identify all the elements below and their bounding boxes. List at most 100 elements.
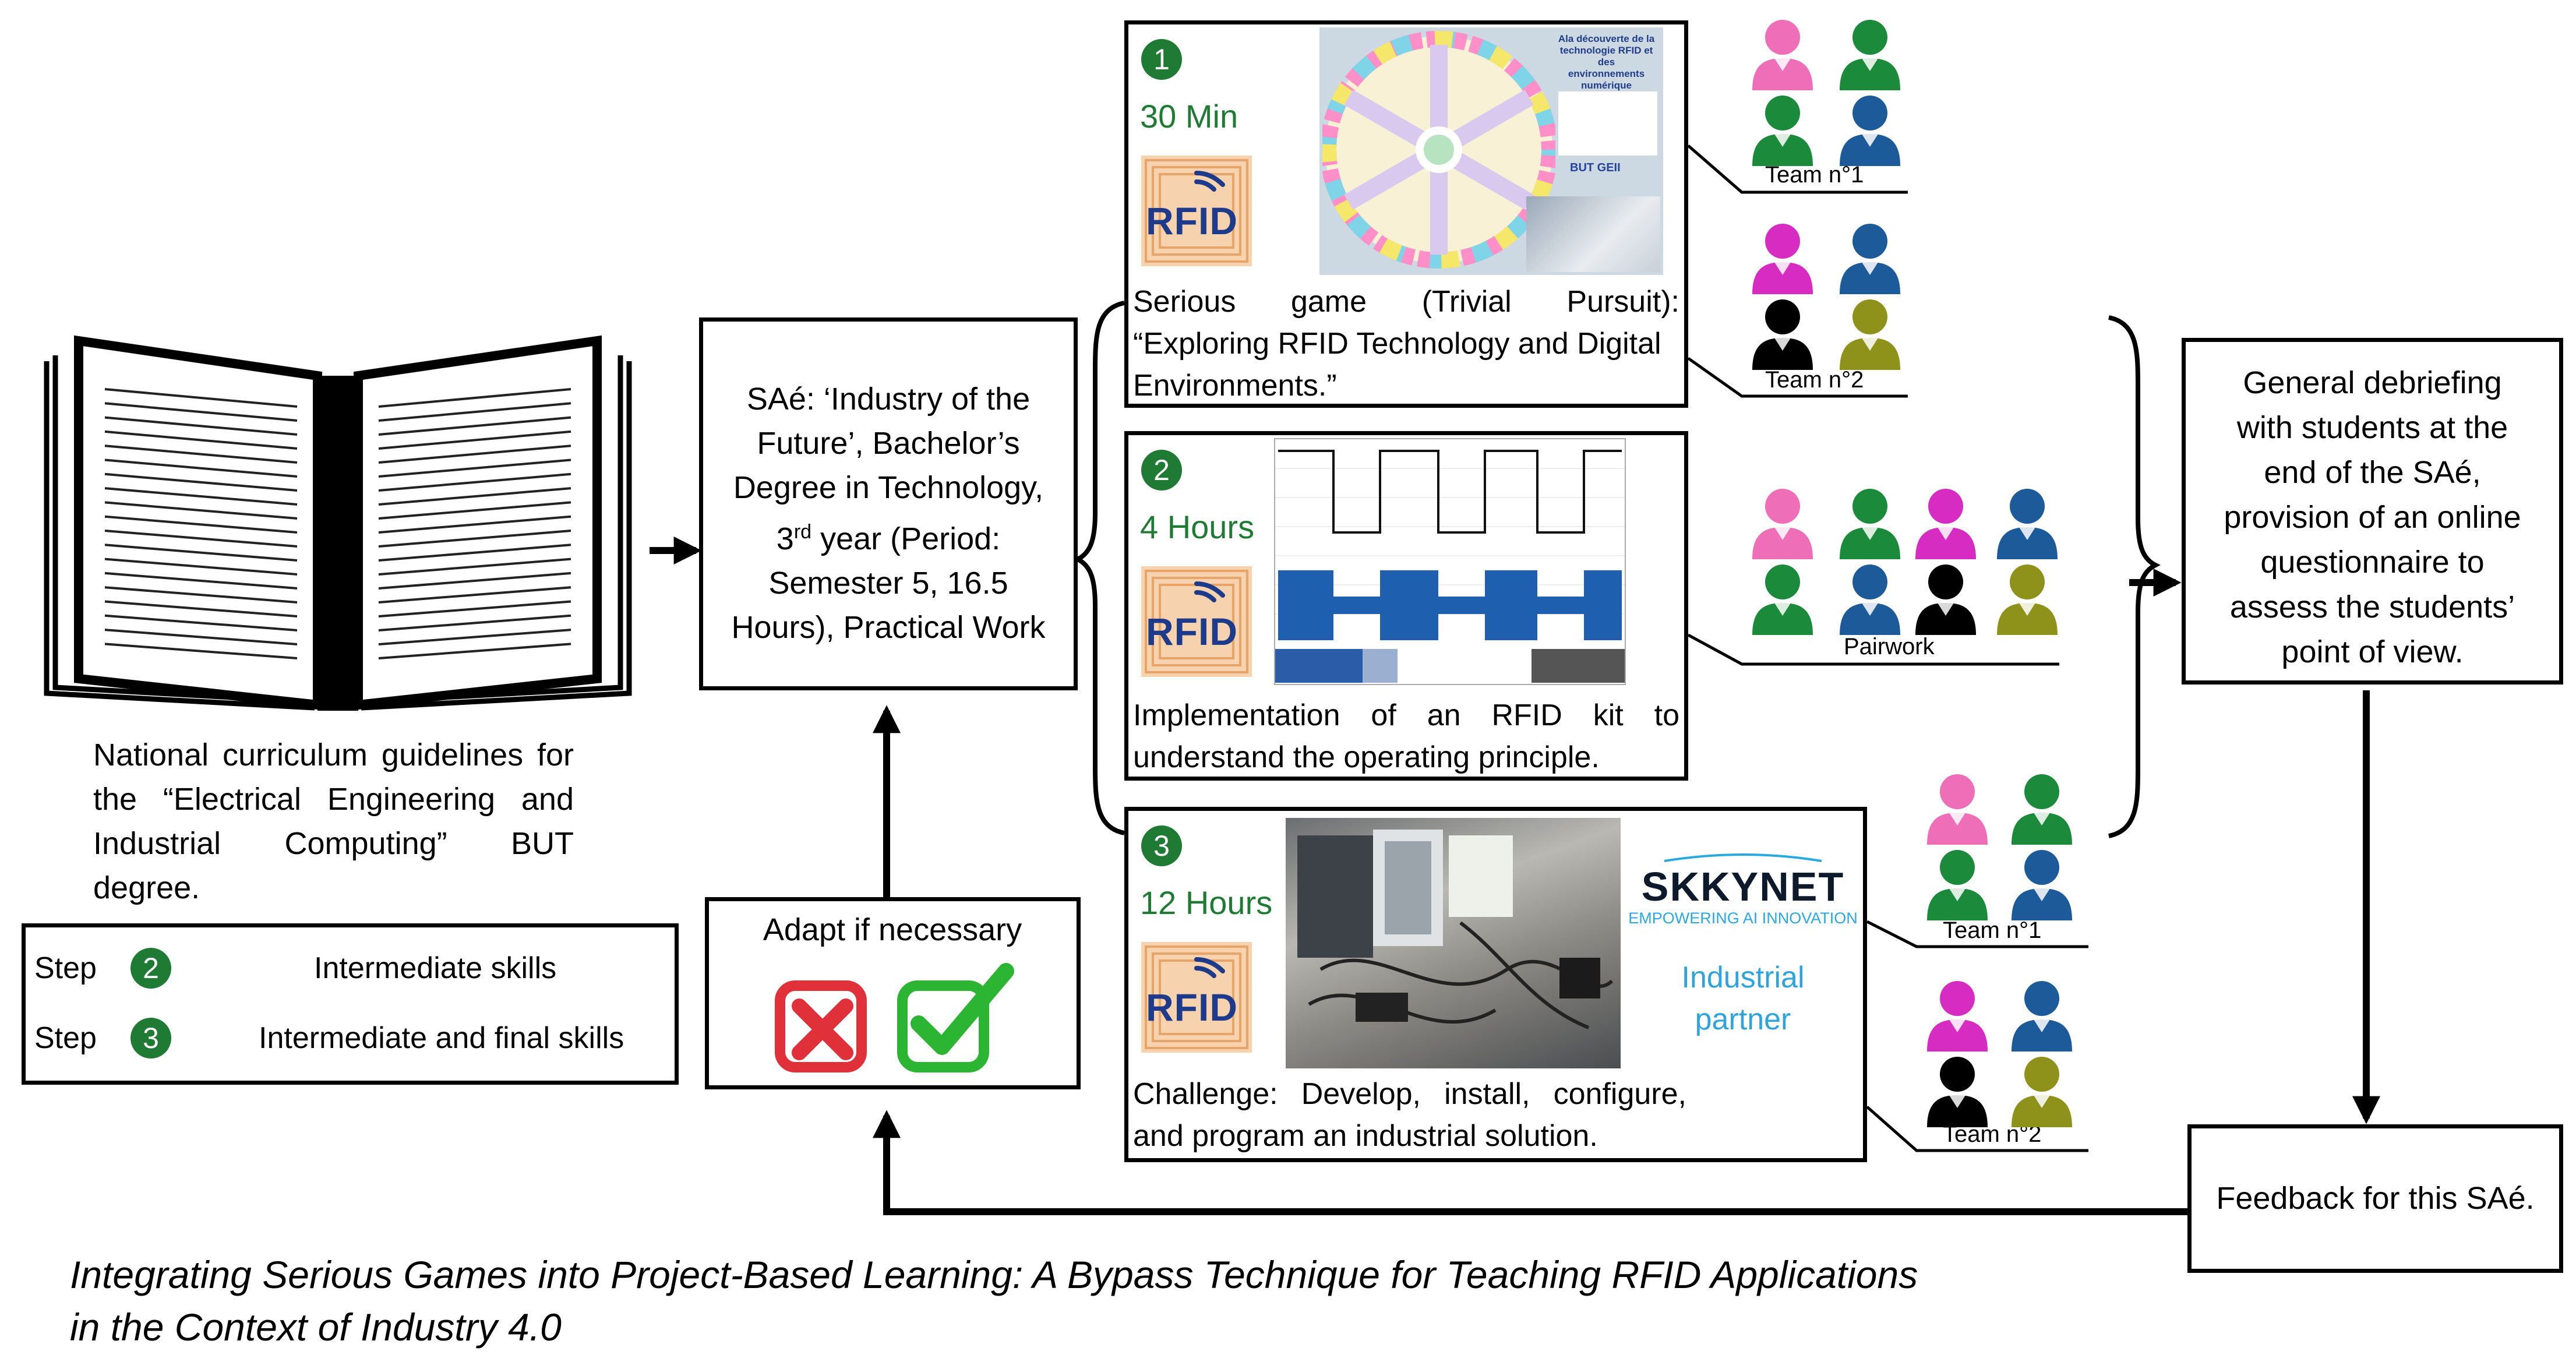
debrief-box: General debriefing with students at the … (2182, 338, 2563, 684)
oscilloscope-capture-image (1274, 438, 1626, 685)
connector-step3-team1 (1866, 920, 2088, 948)
student-person-icon (1922, 979, 1992, 1054)
student-person-icon (1748, 17, 1818, 93)
legend-step-text: Intermediate and final skills (259, 1021, 624, 1055)
figure-caption-line1: Integrating Serious Games into Project-B… (70, 1253, 1918, 1296)
step3-rfid-icon: RFID (1141, 942, 1252, 1053)
industrial-partner-label: Industrial partner (1681, 961, 1805, 1036)
student-person-icon (1922, 848, 1992, 923)
logo-swoosh (1664, 853, 1822, 862)
book-text-line (104, 571, 298, 590)
student-person-icon (2007, 1054, 2077, 1130)
book-text-line (378, 614, 571, 631)
adapt-box: Adapt if necessary (705, 897, 1081, 1089)
legend-step-number: 3 (130, 1018, 171, 1058)
book-text-line (378, 430, 571, 450)
student-person-icon (1911, 562, 1981, 638)
student-person-icon (1835, 93, 1905, 169)
skkynet-wordmark: SKKYNET (1641, 864, 1845, 909)
book-text-line (378, 472, 571, 492)
student-person-icon (1835, 221, 1905, 297)
book-text-line (104, 416, 298, 436)
board-illustration (1526, 196, 1660, 272)
book-text-line (104, 515, 298, 534)
book-text-line (104, 558, 298, 576)
student-person-icon (1748, 297, 1818, 373)
step1-box: 1 30 Min RFID Ala déco (1124, 20, 1688, 408)
connector-step2-pairwork (1687, 633, 2059, 666)
book-text-line (378, 586, 571, 604)
step2-number: 2 (1141, 450, 1182, 491)
sae-box: SAé: ‘Industry of the Future’, Bachelor’… (699, 317, 1078, 690)
right-brace (2108, 315, 2161, 838)
legend-step-label: Step (34, 1021, 97, 1055)
book-text-line (378, 444, 571, 464)
connector-step3-team2 (1866, 1106, 2088, 1152)
student-person-icon (1748, 93, 1818, 169)
step2-description: Implementation of an RFID kit to underst… (1133, 698, 1679, 774)
book-text-line (104, 600, 298, 618)
book-text-line (378, 416, 571, 436)
game-board-graphic (1322, 31, 1555, 269)
feedback-box: Feedback for this SAé. (2187, 1124, 2563, 1273)
student-person-icon (1748, 486, 1818, 562)
board-brand-logo: BUT GEII (1570, 161, 1621, 174)
student-person-icon (1835, 486, 1905, 562)
step1-rfid-icon: RFID (1141, 156, 1252, 266)
trivial-pursuit-board-image: Ala découverte de la technologie RFID et… (1319, 27, 1663, 275)
student-person-icon (1992, 486, 2062, 562)
step1-description: Serious game (Trivial Pursuit): “Explori… (1133, 285, 1679, 403)
legend-row-1: Step 2 Intermediate skills (34, 948, 675, 994)
legend-step-text: Intermediate skills (314, 951, 557, 985)
industrial-hardware-photo (1286, 818, 1621, 1068)
step2-duration: 4 Hours (1140, 509, 1255, 545)
student-person-icon (2007, 979, 2077, 1054)
step1-duration: 30 Min (1140, 98, 1238, 135)
book-text-line (104, 643, 298, 659)
skkynet-tagline: EMPOWERING AI INNOVATION (1628, 909, 1858, 927)
student-person-icon (1748, 221, 1818, 297)
book-caption: National curriculum guidelines for the “… (93, 738, 574, 905)
book-text-line (104, 388, 298, 408)
hardware-sketch (1297, 830, 1614, 1029)
board-legend-panel (1558, 91, 1657, 156)
student-person-icon (2007, 848, 2077, 923)
rfid-wave-icon (1145, 159, 1248, 263)
book-text-line (104, 402, 298, 422)
cross-icon (775, 980, 867, 1072)
book-text-line (378, 558, 571, 576)
book-text-line (378, 501, 571, 520)
book-text-line (104, 544, 298, 562)
legend-row-2: Step 3 Intermediate and final skills (34, 1018, 675, 1064)
book-text-line (378, 571, 571, 590)
left-brace (1072, 301, 1125, 835)
legend-step-label: Step (34, 951, 97, 985)
book-text-line (378, 600, 571, 618)
book-text-line (104, 430, 298, 450)
book-text-line (378, 402, 571, 422)
adapt-label: Adapt if necessary (763, 912, 1022, 947)
student-person-icon (1922, 772, 1992, 848)
legend-step-number: 2 (130, 948, 171, 989)
book-text-line (104, 629, 298, 645)
student-person-icon (1992, 562, 2062, 638)
student-person-icon (1922, 1054, 1992, 1130)
student-person-icon (1748, 562, 1818, 638)
step3-team1-label: Team n°1 (1943, 918, 2042, 943)
book-text-line (378, 643, 571, 659)
step3-description: Challenge: Develop, install, configure, … (1133, 1077, 1686, 1153)
book-text-line (378, 530, 571, 548)
step2-rfid-icon: RFID (1141, 566, 1252, 677)
book-text-line (378, 515, 571, 534)
connector-step1-team2 (1687, 357, 1908, 398)
book-text-line (378, 487, 571, 506)
book-illustration (44, 335, 632, 711)
rfid-wave-icon (1145, 570, 1248, 673)
arrow-feedback-to-adapt (873, 1110, 2187, 1215)
step3-number: 3 (1141, 825, 1182, 866)
student-person-icon (1835, 17, 1905, 93)
oscilloscope-traces (1275, 450, 1625, 683)
step1-team1-label: Team n°1 (1765, 162, 1864, 188)
connector-step1-team1 (1687, 144, 1908, 194)
book-text-line (378, 544, 571, 562)
